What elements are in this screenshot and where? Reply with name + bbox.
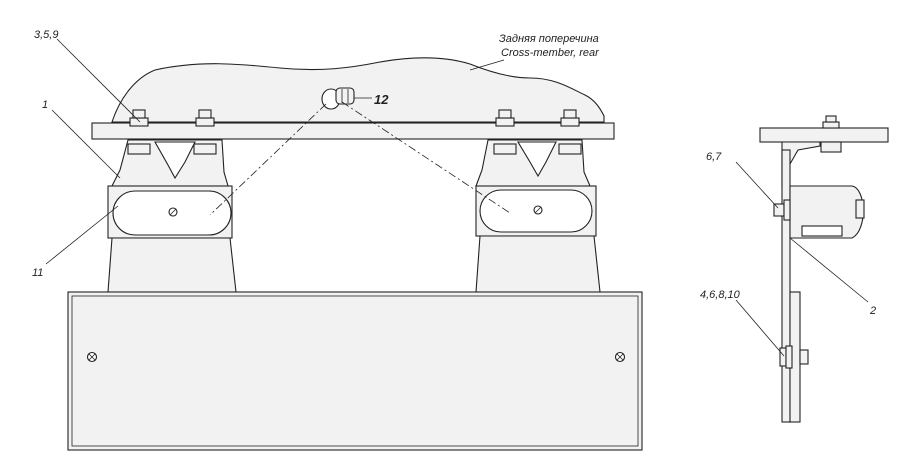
- callout-2: 2: [869, 305, 876, 317]
- side-lamp-window: [801, 225, 843, 237]
- cross-member-body: [111, 57, 605, 123]
- licence-plate: [67, 291, 643, 451]
- callout-3-5-9: 3,5,9: [34, 29, 58, 41]
- callout-11: 11: [32, 267, 43, 279]
- projection-line-left: [209, 103, 327, 216]
- callout-labels: Задняя поперечина Cross-member, rear 3,5…: [32, 29, 876, 317]
- side-top-bolt: [820, 115, 842, 153]
- callout-4-6-8-10: 4,6,8,10: [700, 289, 741, 301]
- side-lamp-lens: [855, 199, 865, 219]
- licence-plate-inner: [71, 295, 639, 447]
- projection-line-right: [341, 101, 511, 214]
- plate-screw-right: [614, 351, 626, 363]
- front-view: [67, 57, 643, 451]
- callout-1: 1: [42, 99, 48, 111]
- side-vertical-plate: [781, 149, 791, 423]
- cross-member-plate: [91, 122, 615, 140]
- bulb-12: [321, 87, 355, 110]
- plate-screw-left: [86, 351, 98, 363]
- left-lamp-assembly: [107, 109, 237, 293]
- right-lamp-assembly: [475, 109, 601, 293]
- side-cross-member-plate: [759, 127, 889, 143]
- right-lamp-body: [475, 235, 601, 293]
- callout-6-7: 6,7: [706, 151, 722, 163]
- side-view: [759, 115, 889, 423]
- left-lamp-body: [107, 237, 237, 293]
- right-bracket-notch: [517, 141, 557, 178]
- right-bolt-a: [493, 109, 517, 155]
- side-plate-screw: [779, 345, 809, 369]
- right-bolt-b: [558, 109, 582, 155]
- label-crossmember-ru: Задняя поперечина: [499, 33, 599, 45]
- left-bolt-b: [193, 109, 217, 155]
- left-bolt-a: [127, 109, 151, 155]
- left-bracket-notch: [154, 141, 196, 180]
- side-lamp-screw: [773, 199, 791, 221]
- leader-lines: [45, 38, 869, 357]
- label-crossmember-en: Cross-member, rear: [501, 47, 600, 59]
- callout-12: 12: [374, 92, 389, 107]
